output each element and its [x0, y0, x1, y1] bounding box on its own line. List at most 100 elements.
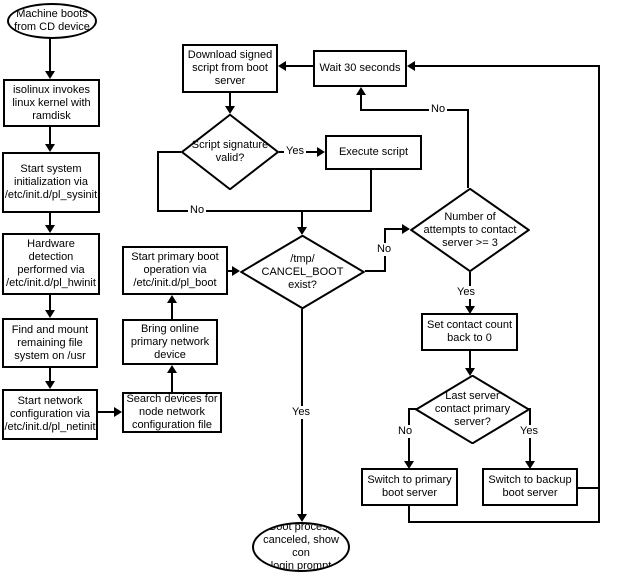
node-switch-primary: Switch to primary boot server — [361, 468, 458, 506]
diamond-shape — [240, 235, 365, 309]
edge-search-bringonline — [171, 372, 173, 392]
edge-setcount-lastserver — [469, 351, 471, 370]
edge-primary-loop-v — [408, 506, 410, 523]
edge-label-cancel-no: No — [375, 243, 394, 256]
node-switch-backup: Switch to backup boot server — [482, 468, 578, 506]
arrowhead-left-icon — [278, 61, 286, 71]
node-wait-30-seconds: Wait 30 seconds — [313, 50, 407, 87]
arrowhead-up-icon — [167, 295, 177, 303]
node-last-server-decision: Last server contact primary server? — [415, 375, 530, 444]
node-bring-online: Bring online primary network device — [122, 319, 218, 365]
arrowhead-right-icon — [317, 147, 325, 157]
node-attempts-decision-label: Number of attempts to contact server >= … — [423, 210, 517, 249]
node-set-contact-count-label: Set contact count back to 0 — [427, 319, 512, 344]
node-cancel-boot-exist-label: /tmp/ CANCEL_BOOT exist? — [261, 252, 344, 291]
diamond-shape — [415, 375, 530, 444]
edge-loop-top-h — [413, 65, 600, 67]
arrowhead-down-icon — [45, 71, 55, 79]
edge-label-sig-no: No — [188, 204, 207, 217]
node-pl-boot-label: Start primary boot operation via /etc/in… — [131, 251, 219, 289]
edge-attempts-no-v1 — [467, 110, 469, 188]
edge-start-isolinux — [49, 39, 51, 72]
edge-plboot-cancelboot — [228, 270, 234, 272]
node-bring-online-label: Bring online primary network device — [130, 322, 210, 361]
edge-label-last-yes: Yes — [518, 425, 540, 438]
node-execute-script: Execute script — [325, 135, 422, 170]
node-download-script-label: Download signed script from boot server — [187, 49, 273, 87]
edge-label-sig-yes: Yes — [284, 145, 306, 158]
edge-sysinit-hwinit — [49, 213, 51, 226]
edge-execute-out-v — [370, 170, 372, 212]
node-find-mount-label: Find and mount remaining file system on … — [11, 323, 89, 362]
edge-backup-loop-h — [578, 487, 600, 489]
arrowhead-down-icon — [45, 381, 55, 389]
arrowhead-down-icon — [45, 225, 55, 233]
node-pl-hwinit-label: Hardware detection performed via /etc/in… — [6, 238, 96, 289]
arrowhead-down-icon — [297, 227, 307, 235]
edge-download-sigvalid — [229, 93, 231, 108]
node-pl-boot: Start primary boot operation via /etc/in… — [122, 246, 228, 295]
edge-isolinux-sysinit — [49, 127, 51, 145]
node-pl-hwinit: Hardware detection performed via /etc/in… — [2, 233, 100, 295]
node-download-script: Download signed script from boot server — [182, 44, 278, 93]
node-execute-script-label: Execute script — [338, 146, 409, 158]
node-find-mount: Find and mount remaining file system on … — [2, 318, 98, 368]
arrowhead-right-icon — [232, 266, 240, 276]
edge-label-cancel-yes: Yes — [290, 406, 312, 419]
edge-cancel-no-h2 — [384, 228, 403, 230]
node-script-signature-valid-label: Script signature valid? — [191, 139, 269, 164]
arrowhead-down-icon — [45, 310, 55, 318]
arrowhead-up-icon — [167, 365, 177, 373]
edge-hwinit-findmount — [49, 295, 51, 311]
edge-last-no-h — [409, 408, 417, 410]
arrowhead-down-icon — [465, 306, 475, 314]
edge-label-attempts-yes: Yes — [455, 286, 477, 299]
edge-merge-cancelboot-v — [301, 210, 303, 228]
edge-sigvalid-no-v — [157, 151, 159, 212]
arrowhead-left-icon — [407, 61, 415, 71]
node-pl-sysinit-label: Start system initialization via /etc/ini… — [4, 163, 98, 201]
node-isolinux-label: isolinux invokes linux kernel with ramdi… — [12, 83, 91, 122]
arrowhead-down-icon — [297, 514, 307, 522]
edge-attempts-no-h — [360, 109, 469, 111]
node-pl-netinit-label: Start network configuration via /etc/ini… — [4, 395, 96, 433]
node-attempts-decision: Number of attempts to contact server >= … — [410, 188, 530, 272]
node-script-signature-valid: Script signature valid? — [181, 114, 279, 190]
node-boot-canceled: Boot process canceled, show con login pr… — [252, 522, 350, 572]
node-last-server-decision-label: Last server contact primary server? — [434, 390, 511, 428]
node-set-contact-count: Set contact count back to 0 — [421, 313, 518, 351]
diamond-shape — [410, 188, 530, 272]
edge-netinit-search — [98, 411, 115, 413]
node-machine-boots: Machine boots from CD device — [7, 3, 97, 39]
node-switch-backup-label: Switch to backup boot server — [488, 474, 572, 499]
edge-bringonline-plboot — [171, 302, 173, 319]
node-pl-sysinit: Start system initialization via /etc/ini… — [2, 152, 100, 213]
edge-label-last-no: No — [396, 425, 415, 438]
edge-sigvalid-no-h2 — [157, 210, 372, 212]
node-pl-netinit: Start network configuration via /etc/ini… — [2, 389, 98, 440]
arrowhead-up-icon — [356, 87, 366, 95]
node-search-devices: Search devices for node network configur… — [122, 392, 222, 433]
edge-label-attempts-no: No — [429, 103, 448, 116]
arrowhead-down-icon — [45, 144, 55, 152]
edge-cancel-no-h1 — [365, 270, 386, 272]
node-isolinux: isolinux invokes linux kernel with ramdi… — [3, 79, 100, 127]
edge-findmount-netinit — [49, 368, 51, 382]
node-switch-primary-label: Switch to primary boot server — [367, 474, 452, 499]
node-wait-30-seconds-label: Wait 30 seconds — [319, 62, 401, 74]
edge-wait-download — [286, 65, 313, 67]
node-cancel-boot-exist: /tmp/ CANCEL_BOOT exist? — [240, 235, 365, 309]
edge-loop-right-v — [598, 65, 600, 523]
diamond-shape — [181, 114, 279, 190]
node-search-devices-label: Search devices for node network configur… — [126, 393, 218, 431]
arrowhead-right-icon — [402, 224, 410, 234]
edge-sigvalid-no-h1 — [157, 151, 181, 153]
arrowhead-down-icon — [404, 461, 414, 469]
arrowhead-down-icon — [465, 368, 475, 376]
arrowhead-down-icon — [525, 461, 535, 469]
edge-loop-bottom-h — [408, 521, 600, 523]
arrowhead-down-icon — [225, 106, 235, 114]
arrowhead-right-icon — [114, 407, 122, 417]
node-boot-canceled-label: Boot process canceled, show con login pr… — [263, 522, 339, 572]
